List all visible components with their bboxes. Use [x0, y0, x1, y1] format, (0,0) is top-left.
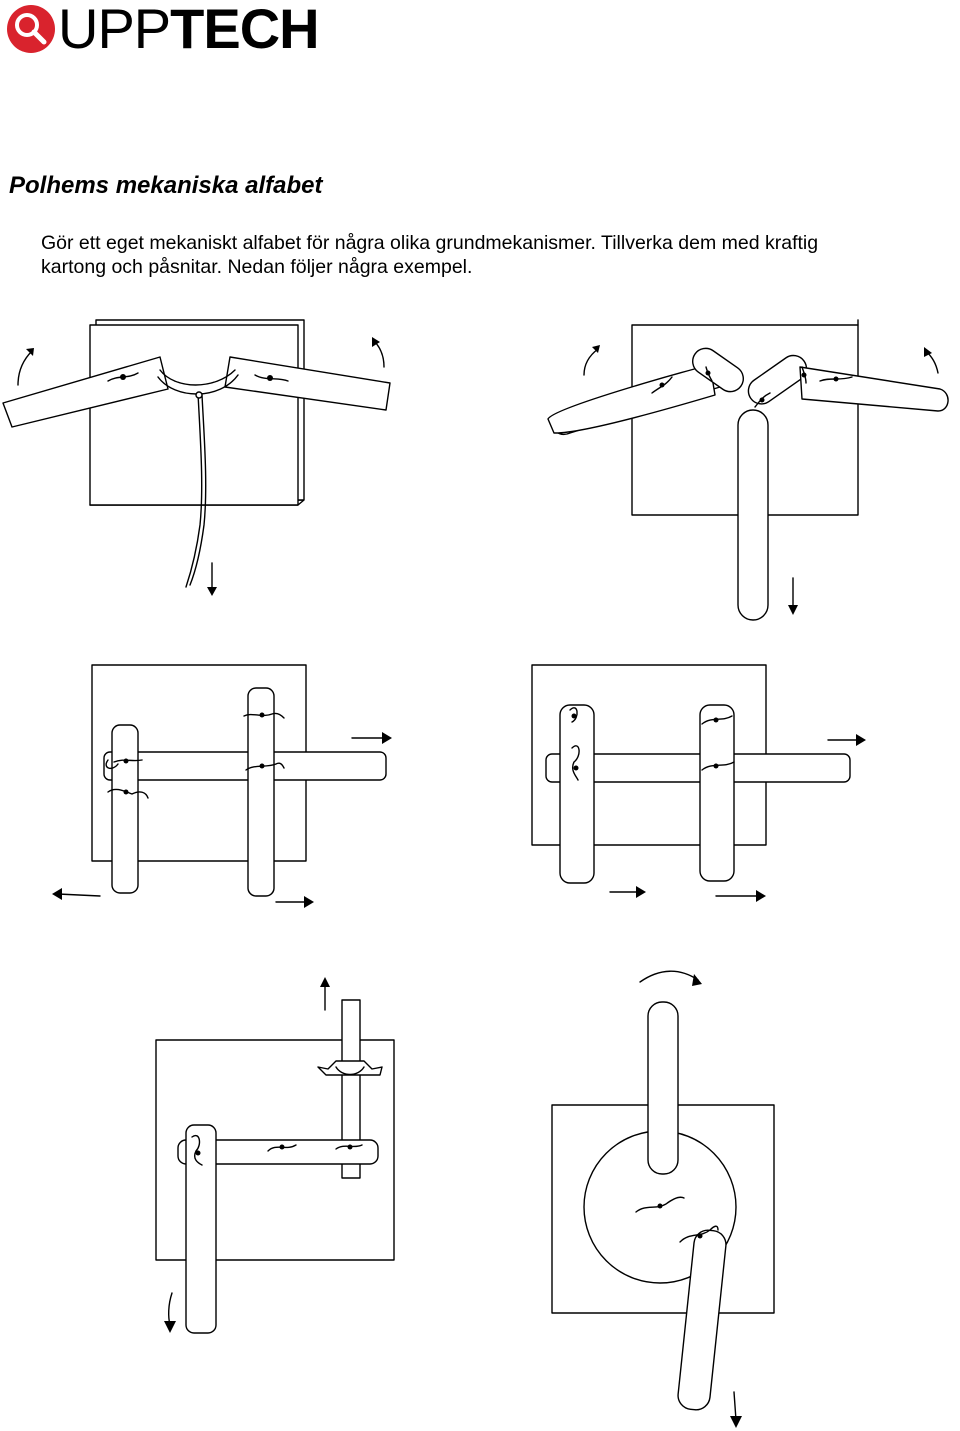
- page-title: Polhems mekaniska alfabet: [9, 172, 323, 199]
- mechanism-v-linkage: [547, 319, 949, 621]
- mechanism-string-pull: [2, 319, 391, 596]
- mechanism-slider-pair-b: [531, 664, 866, 902]
- logo-wordmark-upp: UPP: [58, 0, 171, 60]
- mechanism-slider-pair-a: [52, 664, 392, 908]
- logo: UPPTECH: [6, 1, 320, 57]
- mechanism-disc-crank: [551, 970, 775, 1428]
- logo-wordmark: UPPTECH: [58, 1, 320, 57]
- magnifier-icon: [7, 5, 55, 53]
- mechanism-bellcrank: [155, 977, 395, 1334]
- logo-wordmark-tech: TECH: [170, 0, 319, 60]
- intro-text: Gör ett eget mekaniskt alfabet för några…: [41, 232, 819, 278]
